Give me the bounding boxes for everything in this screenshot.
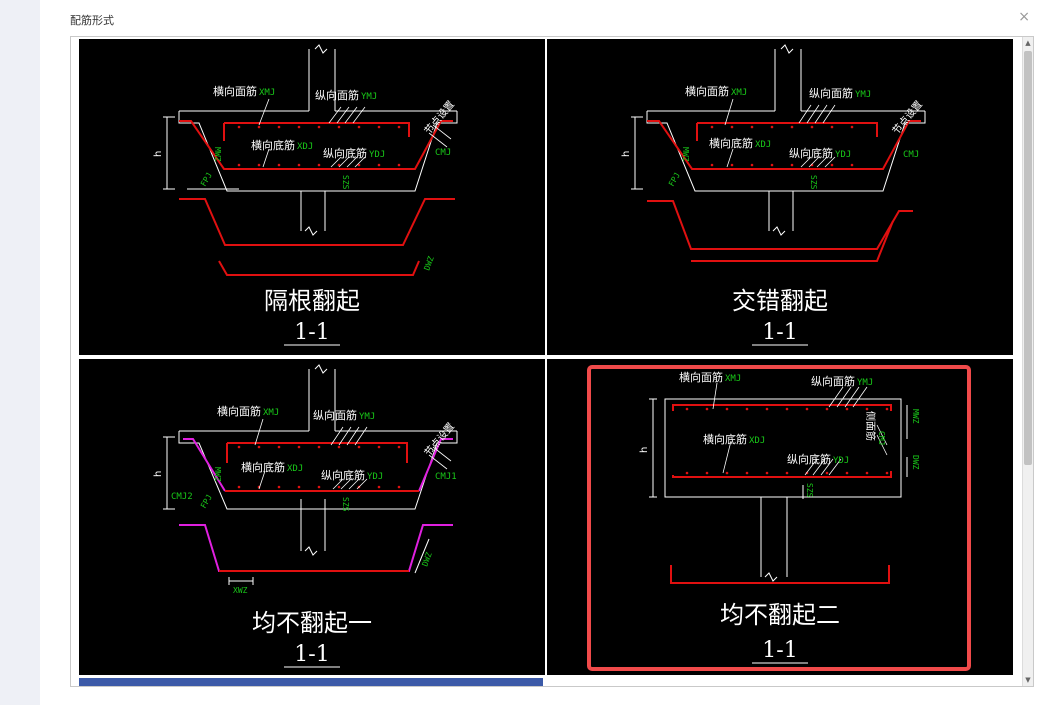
label-h: h xyxy=(153,471,164,477)
label-szs: SZS xyxy=(805,483,814,498)
label-xdj: XDJ xyxy=(749,436,765,446)
label-szs: SZS xyxy=(341,175,350,190)
label-xdj: XDJ xyxy=(287,464,303,474)
close-icon[interactable]: × xyxy=(1018,9,1030,25)
panel-title: 均不翻起二 xyxy=(720,601,840,629)
label-cmj: CMJ xyxy=(903,150,919,160)
option-no-bent-1[interactable]: 横向面筋 XMJ 纵向面筋 YMJ 横向底筋 XDJ 纵向底筋 YDJ 节点设置… xyxy=(79,359,545,675)
label-xmj-cn: 横向面筋 xyxy=(213,84,257,98)
label-dwz: DWZ xyxy=(911,455,920,470)
label-ydj-cn: 纵向底筋 xyxy=(789,146,833,160)
label-xmj: XMJ xyxy=(731,88,747,98)
selection-highlight xyxy=(587,365,971,671)
label-xmj: XMJ xyxy=(263,408,279,418)
option-alternate-bent[interactable]: 横向面筋 XMJ 纵向面筋 YMJ 横向底筋 XDJ 纵向底筋 YDJ 节点设置… xyxy=(79,39,545,355)
label-ymj: YMJ xyxy=(359,412,375,422)
section-label: 1-1 xyxy=(294,642,329,667)
label-cmj2: CMJ2 xyxy=(171,492,193,502)
label-ymj-cn: 纵向面筋 xyxy=(809,86,853,100)
section-label: 1-1 xyxy=(762,638,797,663)
label-ydj-cn: 纵向底筋 xyxy=(323,146,367,160)
dialog-title: 配筋形式 xyxy=(70,14,114,27)
vertical-scrollbar[interactable]: ▲ ▼ xyxy=(1022,37,1033,686)
label-h: h xyxy=(621,151,632,157)
label-xdj-cn: 横向底筋 xyxy=(709,136,753,150)
scroll-thumb[interactable] xyxy=(1024,51,1032,465)
label-xwz: XWZ xyxy=(233,586,248,595)
label-ydj: YDJ xyxy=(367,472,383,482)
label-mwz: MWZ xyxy=(681,147,690,162)
label-fpj: FPJ xyxy=(199,171,214,188)
next-row-edge xyxy=(79,678,543,686)
label-cmj-cn: 侧面筋 xyxy=(864,411,877,441)
label-ymj: YMJ xyxy=(857,378,873,388)
option-grid: 横向面筋 XMJ 纵向面筋 YMJ 横向底筋 XDJ 纵向底筋 YDJ 节点设置… xyxy=(70,36,1034,687)
label-ydj-cn: 纵向底筋 xyxy=(787,452,831,466)
label-xmj: XMJ xyxy=(259,88,275,98)
label-xdj: XDJ xyxy=(755,140,771,150)
label-mwz: MWZ xyxy=(213,147,222,162)
section-label: 1-1 xyxy=(294,320,329,345)
label-cmj: CMJ xyxy=(877,431,886,445)
label-h: h xyxy=(153,151,164,157)
label-szs: SZS xyxy=(809,175,818,190)
label-xmj: XMJ xyxy=(725,374,741,384)
label-h: h xyxy=(639,447,650,453)
label-xmj-cn: 横向面筋 xyxy=(685,84,729,98)
label-szs: SZS xyxy=(341,497,350,512)
label-dwz: DWZ xyxy=(420,551,433,568)
label-ydj: YDJ xyxy=(369,150,385,160)
label-cmj: CMJ xyxy=(435,148,451,158)
panel-title: 均不翻起一 xyxy=(252,609,372,637)
panel-title: 交错翻起 xyxy=(732,287,828,315)
label-ydj-cn: 纵向底筋 xyxy=(321,468,365,482)
label-xdj-cn: 横向底筋 xyxy=(251,138,295,152)
label-dwz: DWZ xyxy=(422,255,435,272)
option-no-bent-2[interactable]: 横向面筋 XMJ 纵向面筋 YMJ 横向底筋 XDJ 纵向底筋 YDJ 侧面筋 … xyxy=(547,359,1013,675)
label-ymj-cn: 纵向面筋 xyxy=(811,374,855,388)
section-label: 1-1 xyxy=(762,320,797,345)
label-fpj: FPJ xyxy=(199,493,214,510)
label-cmj1: CMJ1 xyxy=(435,472,457,482)
option-staggered-bent[interactable]: 横向面筋 XMJ 纵向面筋 YMJ 横向底筋 XDJ 纵向底筋 YDJ 节点设置… xyxy=(547,39,1013,355)
label-ymj: YMJ xyxy=(855,90,871,100)
label-xdj: XDJ xyxy=(297,142,313,152)
scroll-down-icon[interactable]: ▼ xyxy=(1025,676,1031,684)
reinforcement-form-dialog: 配筋形式 × xyxy=(40,0,1040,705)
label-ydj: YDJ xyxy=(833,456,849,466)
scroll-up-icon[interactable]: ▲ xyxy=(1025,39,1031,47)
label-ymj-cn: 纵向面筋 xyxy=(313,408,357,422)
label-xmj-cn: 横向面筋 xyxy=(679,370,723,384)
panel-title: 隔根翻起 xyxy=(264,287,360,315)
label-ymj-cn: 纵向面筋 xyxy=(315,88,359,102)
label-mwz: MWZ xyxy=(911,409,920,424)
label-ymj: YMJ xyxy=(361,92,377,102)
background-strip xyxy=(0,0,40,705)
label-mwz: MWZ xyxy=(213,467,222,482)
label-jdsz: 节点设置 xyxy=(890,99,925,137)
label-fpj: FPJ xyxy=(667,171,682,188)
label-xdj-cn: 横向底筋 xyxy=(241,460,285,474)
label-jdsz: 节点设置 xyxy=(422,99,457,137)
label-xmj-cn: 横向面筋 xyxy=(217,404,261,418)
label-ydj: YDJ xyxy=(835,150,851,160)
label-xdj-cn: 横向底筋 xyxy=(703,432,747,446)
